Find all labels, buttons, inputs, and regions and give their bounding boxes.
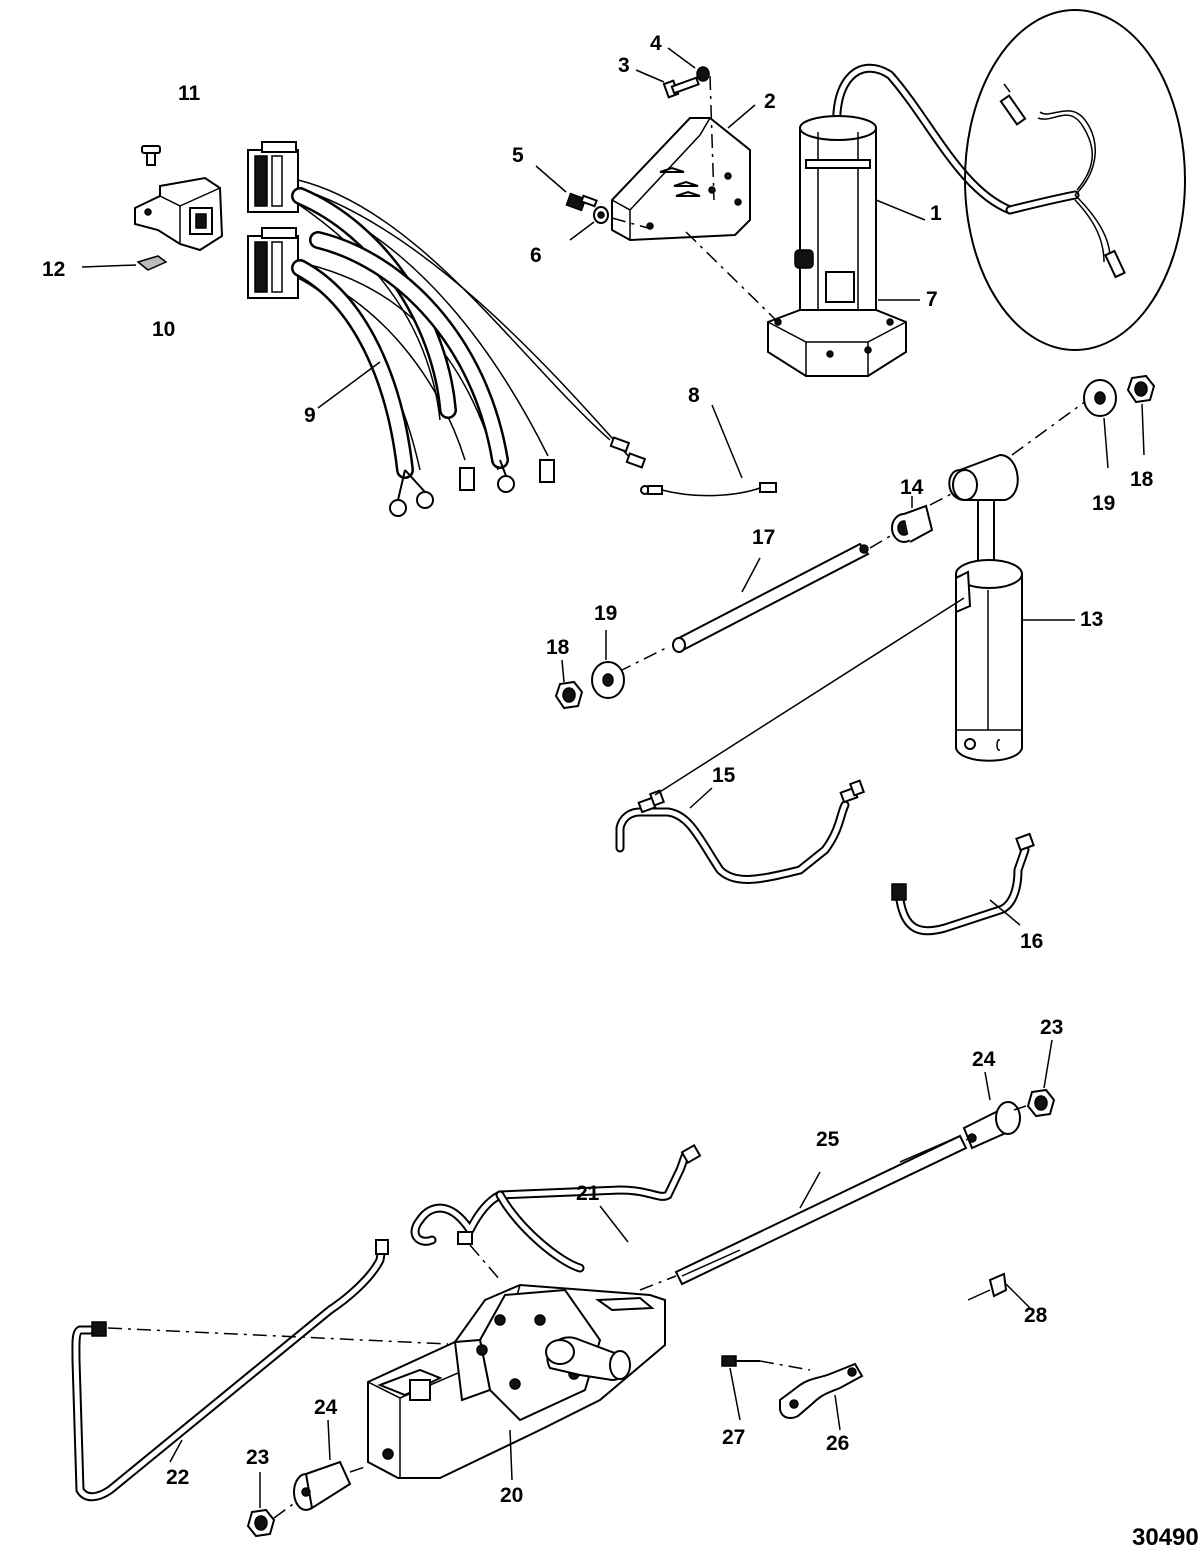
part-12-clip: [81, 255, 168, 271]
callout-11: 11: [178, 82, 201, 105]
callout-10: 10: [152, 318, 175, 341]
callout-8: 8: [688, 384, 700, 407]
part-6-washer: [569, 206, 609, 241]
callout-15: 15: [712, 764, 736, 787]
part-22-hydraulic-line: [71, 1239, 389, 1502]
callout-14: 14: [900, 476, 924, 499]
part-23-nut-left: [246, 1472, 276, 1538]
callout-5: 5: [512, 144, 524, 167]
callout-3: 3: [618, 54, 630, 77]
callout-25: 25: [816, 1128, 840, 1151]
callout-18-right: 18: [1130, 468, 1154, 491]
part-28-rivet: [967, 1272, 1031, 1309]
callout-12: 12: [42, 258, 65, 281]
callout-24-left: 24: [314, 1396, 338, 1419]
callout-1: 1: [930, 202, 942, 225]
part-20-pump-housing: [367, 1283, 666, 1481]
callout-7: 7: [926, 288, 938, 311]
part-11-screw: [141, 145, 161, 166]
part-23-nut-right: [1026, 1039, 1056, 1118]
callout-18-left: 18: [546, 636, 570, 659]
callout-6: 6: [530, 244, 542, 267]
part-10-relay: [134, 176, 224, 252]
part-5-screw: [535, 165, 598, 212]
part-19-washer-right: [1083, 379, 1117, 469]
callout-16: 16: [1020, 930, 1043, 953]
part-3-bolt: [635, 69, 700, 99]
callout-20: 20: [500, 1484, 523, 1507]
callout-19-left: 19: [594, 602, 617, 625]
part-2-bracket: [611, 104, 756, 242]
part-13-trim-cylinder: [948, 453, 1075, 762]
part-18-nut-left: [554, 659, 584, 710]
part-9-wiring-harness: [247, 141, 647, 517]
callout-26: 26: [826, 1432, 849, 1455]
part-4-washer: [667, 47, 710, 82]
part-18-nut-right: [1126, 374, 1156, 456]
figure-number: 30490: [1132, 1524, 1199, 1550]
callout-24-right: 24: [972, 1048, 996, 1071]
part-24-bushing-left: [293, 1419, 352, 1511]
detail-circle-cable: [964, 9, 1186, 351]
part-1-pump-motor: [685, 63, 1015, 377]
callout-23-left: 23: [246, 1446, 269, 1469]
callout-19-right: 19: [1092, 492, 1115, 515]
callout-21: 21: [576, 1182, 600, 1205]
part-17-pin: [672, 542, 870, 653]
part-14-bushing: [891, 496, 934, 543]
part-19-washer-left: [591, 630, 625, 699]
callout-28: 28: [1024, 1304, 1048, 1327]
part-27-screw: [721, 1355, 760, 1421]
callout-27: 27: [722, 1426, 745, 1449]
part-25-shaft: [674, 1134, 968, 1286]
part-26-clamp: [779, 1362, 864, 1431]
callout-labels: 1 2 3 4 5 6 7 8 9 10 11 12 13 14 15 16 1…: [42, 32, 1154, 1507]
part-24-bushing-right: [962, 1071, 1021, 1150]
callout-13: 13: [1080, 608, 1103, 631]
callout-9: 9: [304, 404, 316, 427]
callout-4: 4: [650, 32, 662, 55]
part-21-hydraulic-line: [410, 1143, 702, 1273]
callout-2: 2: [764, 90, 776, 113]
leader-1: [875, 199, 926, 221]
callout-17: 17: [752, 526, 775, 549]
callout-23-right: 23: [1040, 1016, 1063, 1039]
part-16-hydraulic-line: [891, 832, 1035, 936]
part-8-lead: [640, 404, 777, 497]
part-15-hydraulic-line: [615, 597, 965, 884]
callout-22: 22: [166, 1466, 189, 1489]
